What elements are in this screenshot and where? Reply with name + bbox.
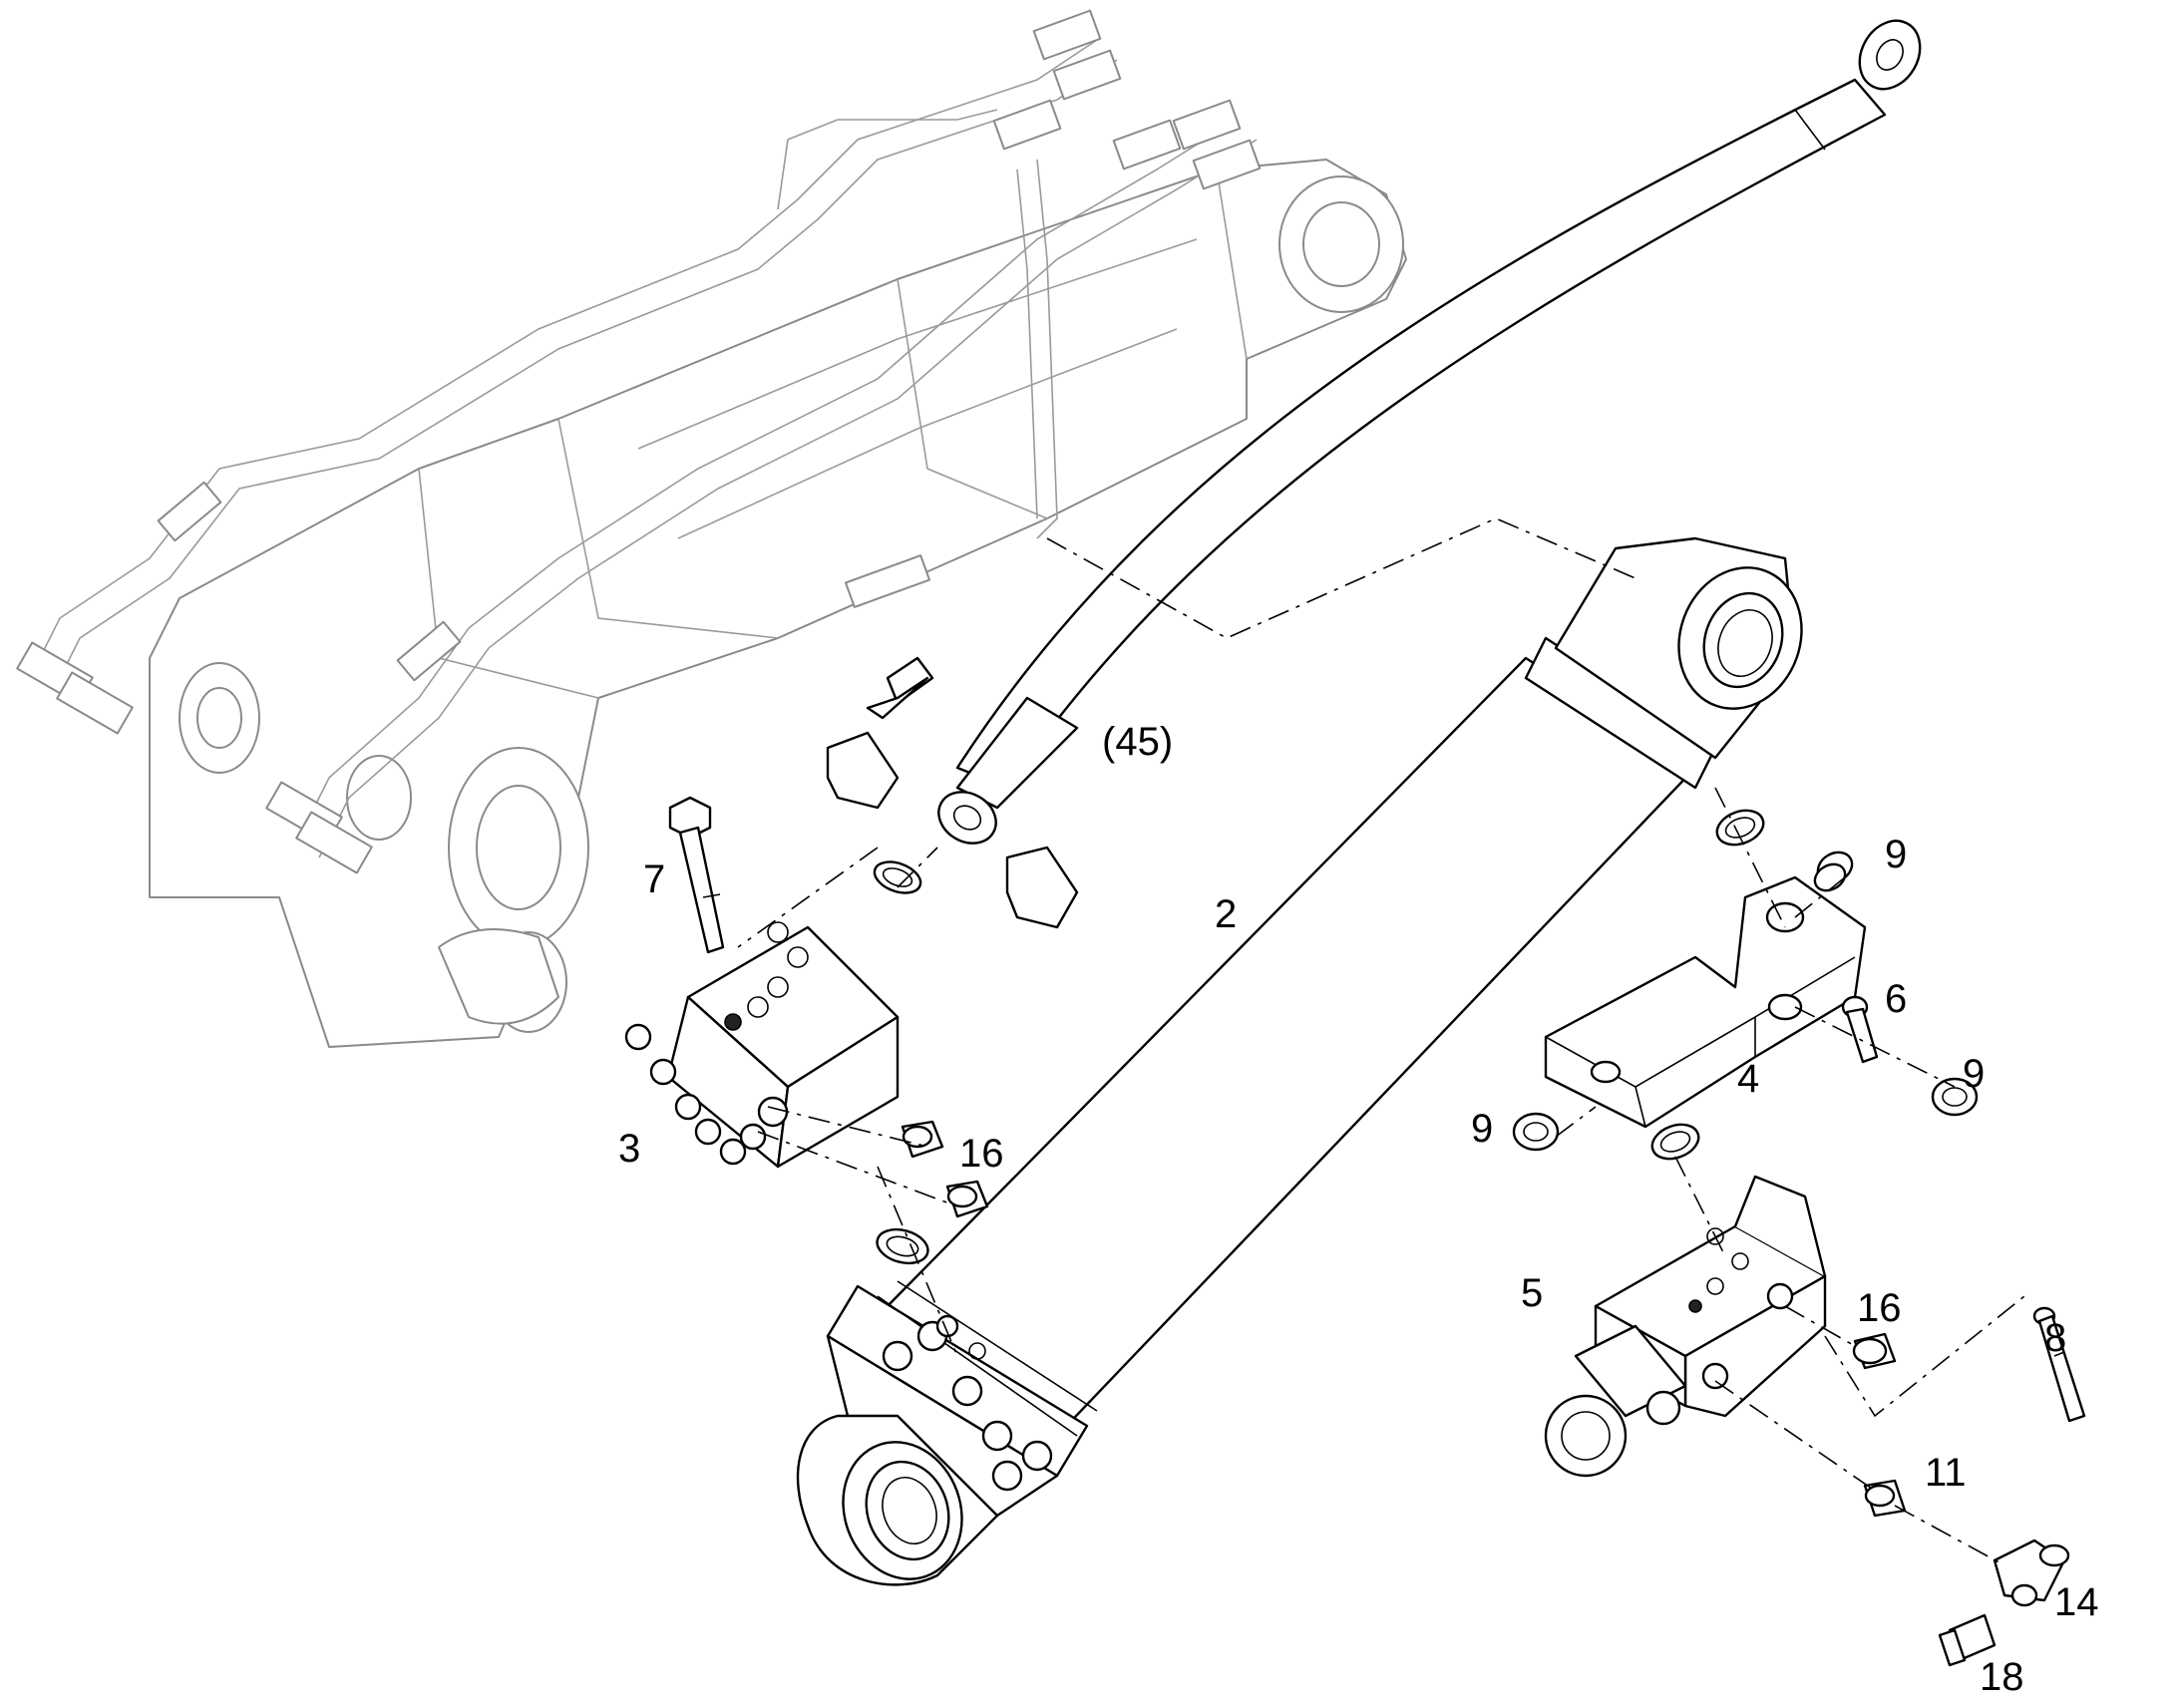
hose-end-small-parts — [826, 656, 1079, 929]
boom-arm-ghost — [16, 9, 1407, 1048]
fitting-11 — [1863, 1479, 1907, 1518]
callout-16-right: 16 — [1857, 1286, 1902, 1330]
leader-lines — [737, 517, 2025, 1566]
block-4 — [1544, 809, 1867, 1161]
callout-9-left: 9 — [1471, 1107, 1493, 1151]
callout-16-left: 16 — [959, 1132, 1004, 1176]
fitting-14 — [1993, 1538, 2070, 1607]
fitting-16-right — [1852, 1332, 1897, 1370]
callout-9-top: 9 — [1885, 833, 1907, 876]
callout-6: 6 — [1885, 977, 1907, 1021]
hose-45 — [937, 19, 1922, 845]
callout-7: 7 — [643, 857, 665, 901]
valve-block-3 — [624, 921, 900, 1169]
callout-2: 2 — [1215, 892, 1237, 936]
callout-9-right: 9 — [1963, 1052, 1985, 1096]
callout-5: 5 — [1521, 1271, 1543, 1315]
callout-11: 11 — [1925, 1451, 1967, 1495]
pipe-clamps-ghost — [16, 9, 1262, 874]
callout-45: (45) — [1102, 720, 1173, 764]
bolt-8 — [2032, 1306, 2086, 1423]
callout-labels: (45) 2 3 4 5 6 7 8 9 9 9 11 14 16 16 18 — [618, 720, 2099, 1699]
fitting-18 — [1938, 1613, 1997, 1667]
valve-block-3-bolts — [624, 1023, 747, 1166]
callout-8: 8 — [2044, 1316, 2066, 1360]
callout-18: 18 — [1980, 1655, 2024, 1699]
valve-5 — [1544, 1175, 1827, 1478]
hydraulic-cylinder — [796, 536, 1803, 1586]
callout-14: 14 — [2054, 1580, 2099, 1624]
screw-6 — [1841, 995, 1879, 1064]
bolt-7 — [668, 796, 725, 954]
callout-4: 4 — [1737, 1057, 1759, 1101]
callout-3: 3 — [618, 1127, 640, 1171]
end-cap-bolts — [882, 1314, 1053, 1492]
